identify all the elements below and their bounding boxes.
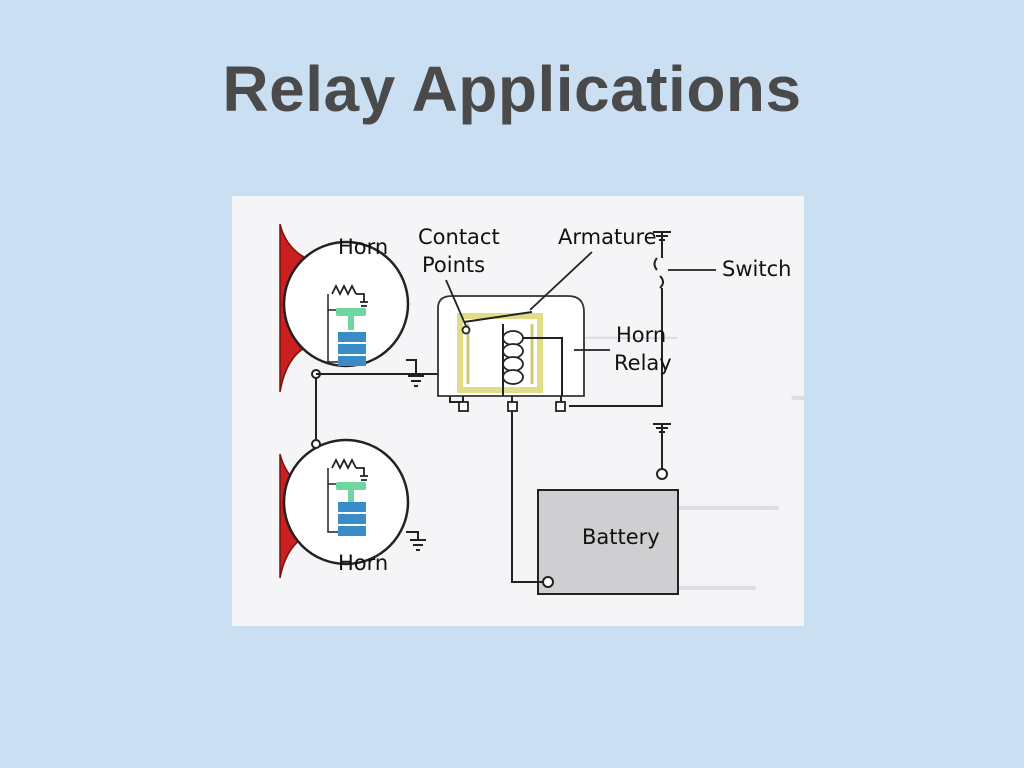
horn-top-label: Horn: [338, 235, 388, 259]
svg-text:━━━━━━━━━━━━━━━━: ━━━━━━━━━━━━━━━━: [791, 384, 804, 412]
diagram-canvas: ──────── ━━━━━━━━━━━━━━━━ ━━━━━━━━━━━━━━…: [232, 196, 804, 626]
horn-relay-label-line2: Relay: [614, 351, 672, 375]
contact-point: [461, 325, 471, 335]
relay-terminal-left: [458, 401, 469, 412]
horn-bottom: Horn: [279, 438, 410, 579]
battery-case: [537, 489, 679, 595]
relay-terminal-right: [555, 401, 566, 412]
relay-coil: [502, 330, 524, 385]
relay-terminal-center: [507, 401, 518, 412]
contact-points-label-line2: Points: [422, 253, 485, 277]
battery-label: Battery: [582, 525, 660, 549]
horn-top-armature-disc: [336, 308, 366, 316]
horn-bottom-armature-disc: [336, 482, 366, 490]
contact-points-label-line1: Contact: [418, 225, 500, 249]
switch-label: Switch: [722, 257, 791, 281]
horn-top-coil: [338, 332, 366, 366]
horn-bottom-label: Horn: [338, 551, 388, 575]
relay-armature-arm: [463, 311, 533, 323]
battery: Battery: [511, 411, 679, 595]
horn-bottom-coil: [338, 502, 366, 536]
armature-label: Armature: [558, 225, 657, 249]
horn-top-resistor: [331, 283, 357, 297]
horn-relay-diagram: ──────── ━━━━━━━━━━━━━━━━ ━━━━━━━━━━━━━━…: [232, 196, 804, 626]
horn-bottom-resistor: [331, 457, 357, 471]
slide-title: Relay Applications: [222, 53, 802, 125]
horn-top: Horn: [279, 223, 410, 393]
diagram-labels: Contact Points Armature Switch Horn Rela…: [418, 225, 791, 375]
ground-icon: [406, 231, 671, 551]
horn-relay: [437, 295, 585, 412]
horn-relay-label-line1: Horn: [616, 323, 666, 347]
horn-switch: [569, 246, 664, 407]
